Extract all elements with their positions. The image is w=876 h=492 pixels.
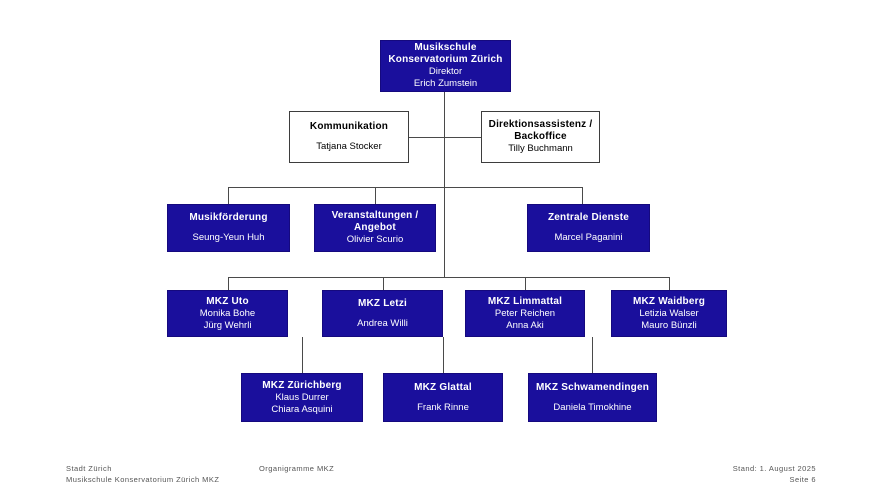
node-person-1: Klaus Durrer (275, 391, 329, 403)
connector-level3-drop-zentrale-dienste (582, 187, 583, 204)
node-title: MKZ Limmattal (487, 295, 563, 307)
node-mkz-zuerichberg[interactable]: MKZ Zürichberg Klaus Durrer Chiara Asqui… (241, 373, 363, 422)
footer-document-title: Organigramme MKZ (259, 464, 335, 473)
connector-level4-drop-uto (228, 277, 229, 290)
connector-level3-bus (228, 187, 582, 188)
node-title: Zentrale Dienste (547, 212, 629, 223)
node-zentrale-dienste[interactable]: Zentrale Dienste Marcel Paganini (527, 204, 650, 252)
node-title-line2: Backoffice (514, 131, 567, 142)
node-title: MKZ Letzi (357, 297, 408, 309)
connector-level5-drop-schwamendingen (592, 337, 593, 373)
node-person: Frank Rinne (417, 401, 469, 413)
node-person: Seung-Yeun Huh (192, 232, 265, 243)
node-person: Daniela Timokhine (553, 401, 632, 413)
connector-level5-drop-glattal (443, 337, 444, 373)
node-person-1: Peter Reichen (494, 307, 556, 319)
node-title: MKZ Zürichberg (262, 379, 342, 391)
connector-root-trunk (444, 92, 445, 188)
node-mkz-schwamendingen[interactable]: MKZ Schwamendingen Daniela Timokhine (528, 373, 657, 422)
node-person-2: Chiara Asquini (271, 403, 333, 415)
node-person-2: Anna Aki (506, 319, 544, 331)
node-mkz-glattal[interactable]: MKZ Glattal Frank Rinne (383, 373, 503, 422)
node-veranstaltungen-angebot[interactable]: Veranstaltungen / Angebot Olivier Scurio (314, 204, 436, 252)
connector-level4-drop-letzi (383, 277, 384, 290)
node-title: Kommunikation (309, 121, 389, 132)
node-title: MKZ Waidberg (632, 295, 706, 307)
node-person: Tatjana Stocker (316, 141, 382, 152)
node-person: Marcel Paganini (554, 232, 623, 243)
node-title-line1: Direktionsassistenz / (488, 119, 593, 130)
node-title-line1: Musikschule (414, 42, 477, 53)
node-musikfoerderung[interactable]: Musikförderung Seung-Yeun Huh (167, 204, 290, 252)
connector-level4-drop-limmattal (525, 277, 526, 290)
connector-level4-drop-waidberg (669, 277, 670, 290)
node-title: Musikförderung (189, 212, 268, 223)
connector-level3-drop-veranstaltungen (375, 187, 376, 204)
node-kommunikation[interactable]: Kommunikation Tatjana Stocker (289, 111, 409, 163)
node-mkz-letzi[interactable]: MKZ Letzi Andrea Willi (322, 290, 443, 337)
node-person: Andrea Willi (357, 317, 408, 329)
node-person-1: Monika Bohe (199, 307, 256, 319)
node-mkz-limmattal[interactable]: MKZ Limmattal Peter Reichen Anna Aki (465, 290, 585, 337)
node-person-2: Mauro Bünzli (641, 319, 697, 331)
node-title-line1: Veranstaltungen / (331, 210, 419, 221)
node-person-2: Jürg Wehrli (203, 319, 252, 331)
connector-level4-bus (228, 277, 669, 278)
footer-date-and-page: Stand: 1. August 2025 Seite 6 (732, 464, 816, 484)
node-role: Direktor (428, 66, 463, 77)
node-title: MKZ Uto (206, 295, 249, 307)
node-person: Olivier Scurio (346, 234, 404, 245)
connector-trunk-to-level4 (444, 187, 445, 277)
connector-level5-drop-zuerichberg (302, 337, 303, 373)
node-person: Tilly Buchmann (508, 143, 573, 154)
node-mkz-uto[interactable]: MKZ Uto Monika Bohe Jürg Wehrli (167, 290, 288, 337)
footer-organisation: Stadt Zürich Musikschule Konservatorium … (66, 464, 220, 484)
connector-level3-drop-musikfoerderung (228, 187, 229, 204)
node-title: MKZ Glattal (414, 381, 472, 393)
connector-level2-bus (408, 137, 482, 138)
node-mkz-waidberg[interactable]: MKZ Waidberg Letizia Walser Mauro Bünzli (611, 290, 727, 337)
node-direktionsassistenz-backoffice[interactable]: Direktionsassistenz / Backoffice Tilly B… (481, 111, 600, 163)
node-title: MKZ Schwamendingen (535, 381, 650, 393)
node-title-line2: Konservatorium Zürich (388, 54, 503, 65)
node-title-line2: Angebot (354, 222, 396, 233)
node-person: Erich Zumstein (413, 78, 478, 89)
node-musikschule-konservatorium-zuerich[interactable]: Musikschule Konservatorium Zürich Direkt… (380, 40, 511, 92)
node-person-1: Letizia Walser (639, 307, 699, 319)
